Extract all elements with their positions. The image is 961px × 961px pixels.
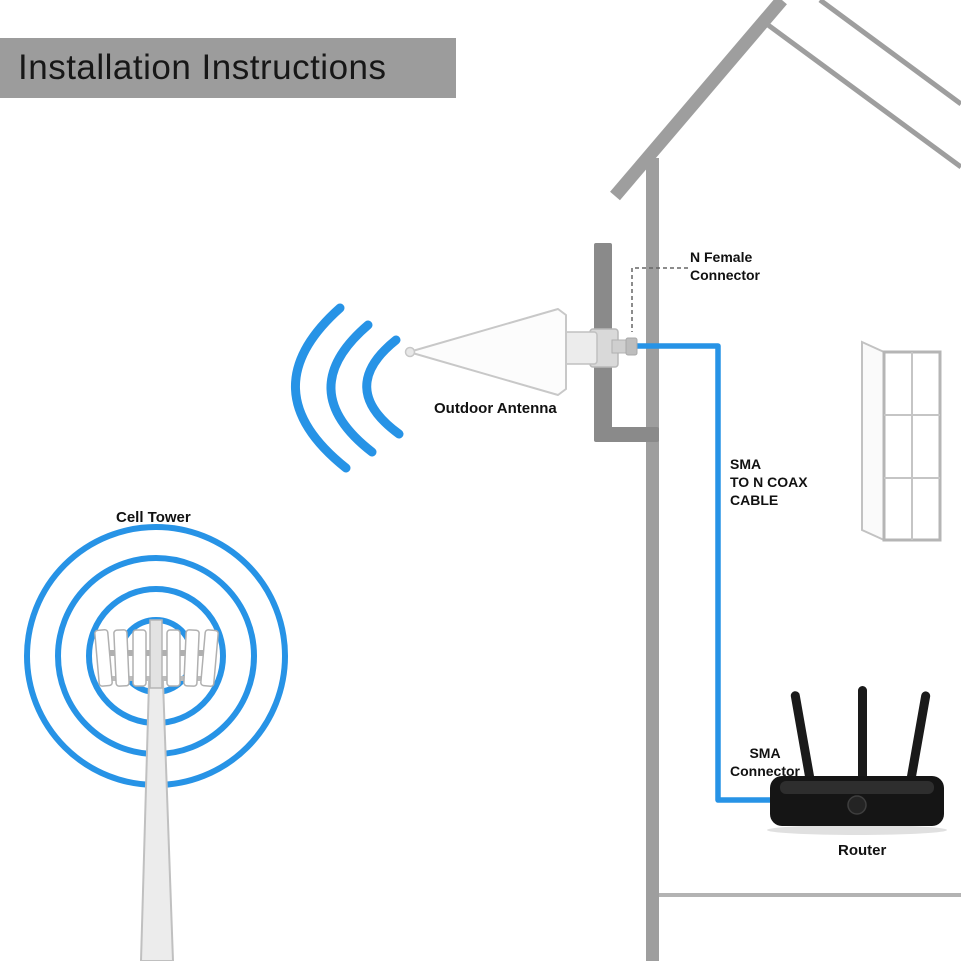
router bbox=[767, 686, 947, 835]
router-antenna-middle bbox=[858, 686, 867, 782]
roof-eave bbox=[610, 0, 787, 201]
router-antenna-right bbox=[906, 691, 931, 785]
router-antennas bbox=[790, 686, 931, 785]
router-antenna-left bbox=[790, 691, 815, 784]
cell-tower-label: Cell Tower bbox=[116, 509, 191, 526]
roof-edge-line-1 bbox=[762, 19, 961, 170]
title-bar: Installation Instructions bbox=[0, 38, 456, 98]
signal-wave-medium bbox=[326, 320, 377, 457]
antenna-body bbox=[408, 308, 567, 396]
window-open-sash bbox=[861, 340, 885, 542]
coax-cable bbox=[636, 343, 772, 803]
router-logo bbox=[847, 795, 867, 815]
antenna-tip bbox=[404, 346, 416, 358]
coax-cable-label: SMA TO N COAX CABLE bbox=[730, 456, 808, 509]
window-mullions bbox=[884, 352, 940, 540]
tower-panel bbox=[166, 629, 181, 687]
antenna-bracket bbox=[562, 331, 598, 365]
signal-wave-small bbox=[362, 335, 404, 439]
house bbox=[610, 0, 961, 961]
outdoor-antenna bbox=[404, 308, 638, 396]
tower-panel bbox=[113, 629, 130, 687]
window bbox=[861, 340, 942, 542]
house-wall bbox=[646, 158, 659, 961]
roof-edge-line-2 bbox=[818, 0, 961, 107]
router-top-sheen bbox=[780, 781, 934, 794]
tower-panel bbox=[200, 629, 219, 688]
router-label: Router bbox=[838, 842, 887, 859]
outdoor-antenna-label: Outdoor Antenna bbox=[434, 400, 557, 417]
tower-panel bbox=[94, 628, 113, 687]
tower-panel bbox=[183, 629, 200, 687]
signal-wave-large bbox=[291, 303, 351, 473]
tower-mast bbox=[149, 619, 163, 689]
cell-tower bbox=[24, 524, 288, 961]
page-title: Installation Instructions bbox=[18, 48, 387, 87]
tower-panels bbox=[94, 628, 219, 688]
sma-connector-label: SMA Connector bbox=[730, 745, 800, 780]
signal-waves bbox=[291, 303, 404, 473]
tower-panel bbox=[132, 629, 147, 687]
router-shadow bbox=[767, 825, 947, 835]
n-female-connector bbox=[625, 337, 638, 356]
n-female-connector-label: N Female Connector bbox=[690, 249, 760, 284]
connector-leader-line bbox=[631, 267, 688, 332]
mast-arm bbox=[594, 427, 659, 442]
